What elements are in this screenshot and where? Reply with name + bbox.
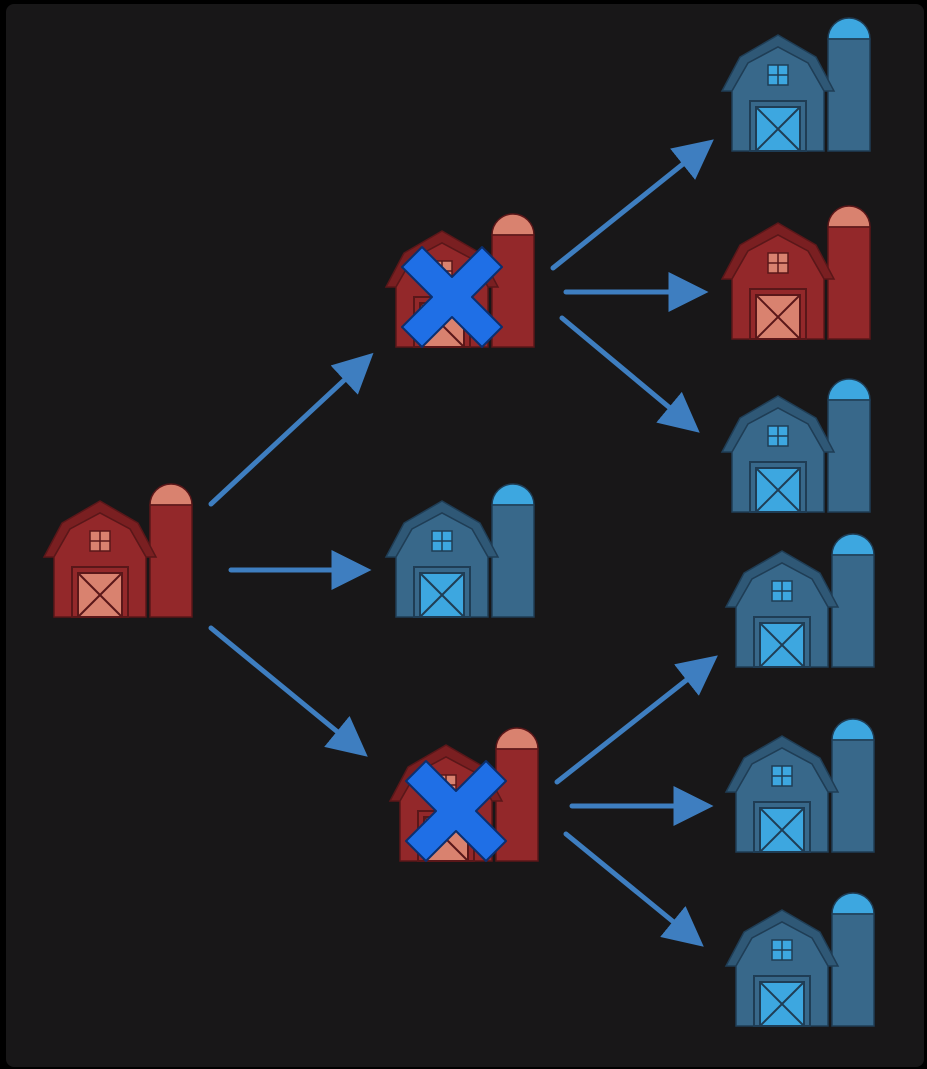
red-barn-icon <box>720 205 871 340</box>
silo <box>827 399 871 513</box>
blue-barn-icon <box>724 892 875 1027</box>
removed-cross-icon <box>405 760 507 862</box>
arrow-root-to-l1-a <box>208 352 374 507</box>
silo-dome <box>831 533 875 556</box>
arrow-root-to-l1-c <box>208 625 368 757</box>
silo-dome <box>491 483 535 506</box>
barn-node-l1-c <box>388 727 539 862</box>
door-brace <box>759 622 805 668</box>
door-brace <box>419 572 465 618</box>
door-brace <box>759 981 805 1027</box>
barn-node-l2-e <box>724 718 875 853</box>
arrow-l1-a-to-l2-a <box>550 139 714 271</box>
removed-cross-icon <box>401 246 503 348</box>
silo-dome <box>827 378 871 401</box>
silo <box>149 504 193 618</box>
arrow-l1-a-to-l2-c <box>559 315 700 433</box>
edges-layer <box>208 139 718 947</box>
door-brace <box>755 294 801 340</box>
silo <box>491 504 535 618</box>
diagram-panel <box>6 4 924 1067</box>
arrow-l1-c-to-l2-f <box>563 831 704 947</box>
barn-node-l2-d <box>724 533 875 668</box>
blue-barn-icon <box>724 533 875 668</box>
silo <box>827 38 871 152</box>
silo <box>827 226 871 340</box>
arrow-l1-c-to-l2-d <box>554 655 718 785</box>
silo-dome <box>827 17 871 40</box>
door-brace <box>77 572 123 618</box>
door-brace <box>755 106 801 152</box>
silo-dome <box>495 727 539 750</box>
barn-node-l1-b <box>384 483 535 618</box>
silo-dome <box>149 483 193 506</box>
barn-node-l2-c <box>720 378 871 513</box>
barn-node-l2-a <box>720 17 871 152</box>
silo <box>831 913 875 1027</box>
silo-dome <box>831 718 875 741</box>
barn-transmission-tree <box>6 4 924 1067</box>
door-brace <box>755 467 801 513</box>
barn-node-l2-b <box>720 205 871 340</box>
barn-node-root <box>42 483 193 618</box>
blue-barn-icon <box>724 718 875 853</box>
red-barn-icon <box>42 483 193 618</box>
blue-barn-icon <box>384 483 535 618</box>
silo-dome <box>831 892 875 915</box>
silo-dome <box>491 213 535 236</box>
barn-node-l1-a <box>384 213 535 348</box>
blue-barn-icon <box>720 378 871 513</box>
silo <box>831 554 875 668</box>
silo <box>831 739 875 853</box>
barn-node-l2-f <box>724 892 875 1027</box>
nodes-layer <box>42 17 875 1027</box>
silo-dome <box>827 205 871 228</box>
door-brace <box>759 807 805 853</box>
blue-barn-icon <box>720 17 871 152</box>
